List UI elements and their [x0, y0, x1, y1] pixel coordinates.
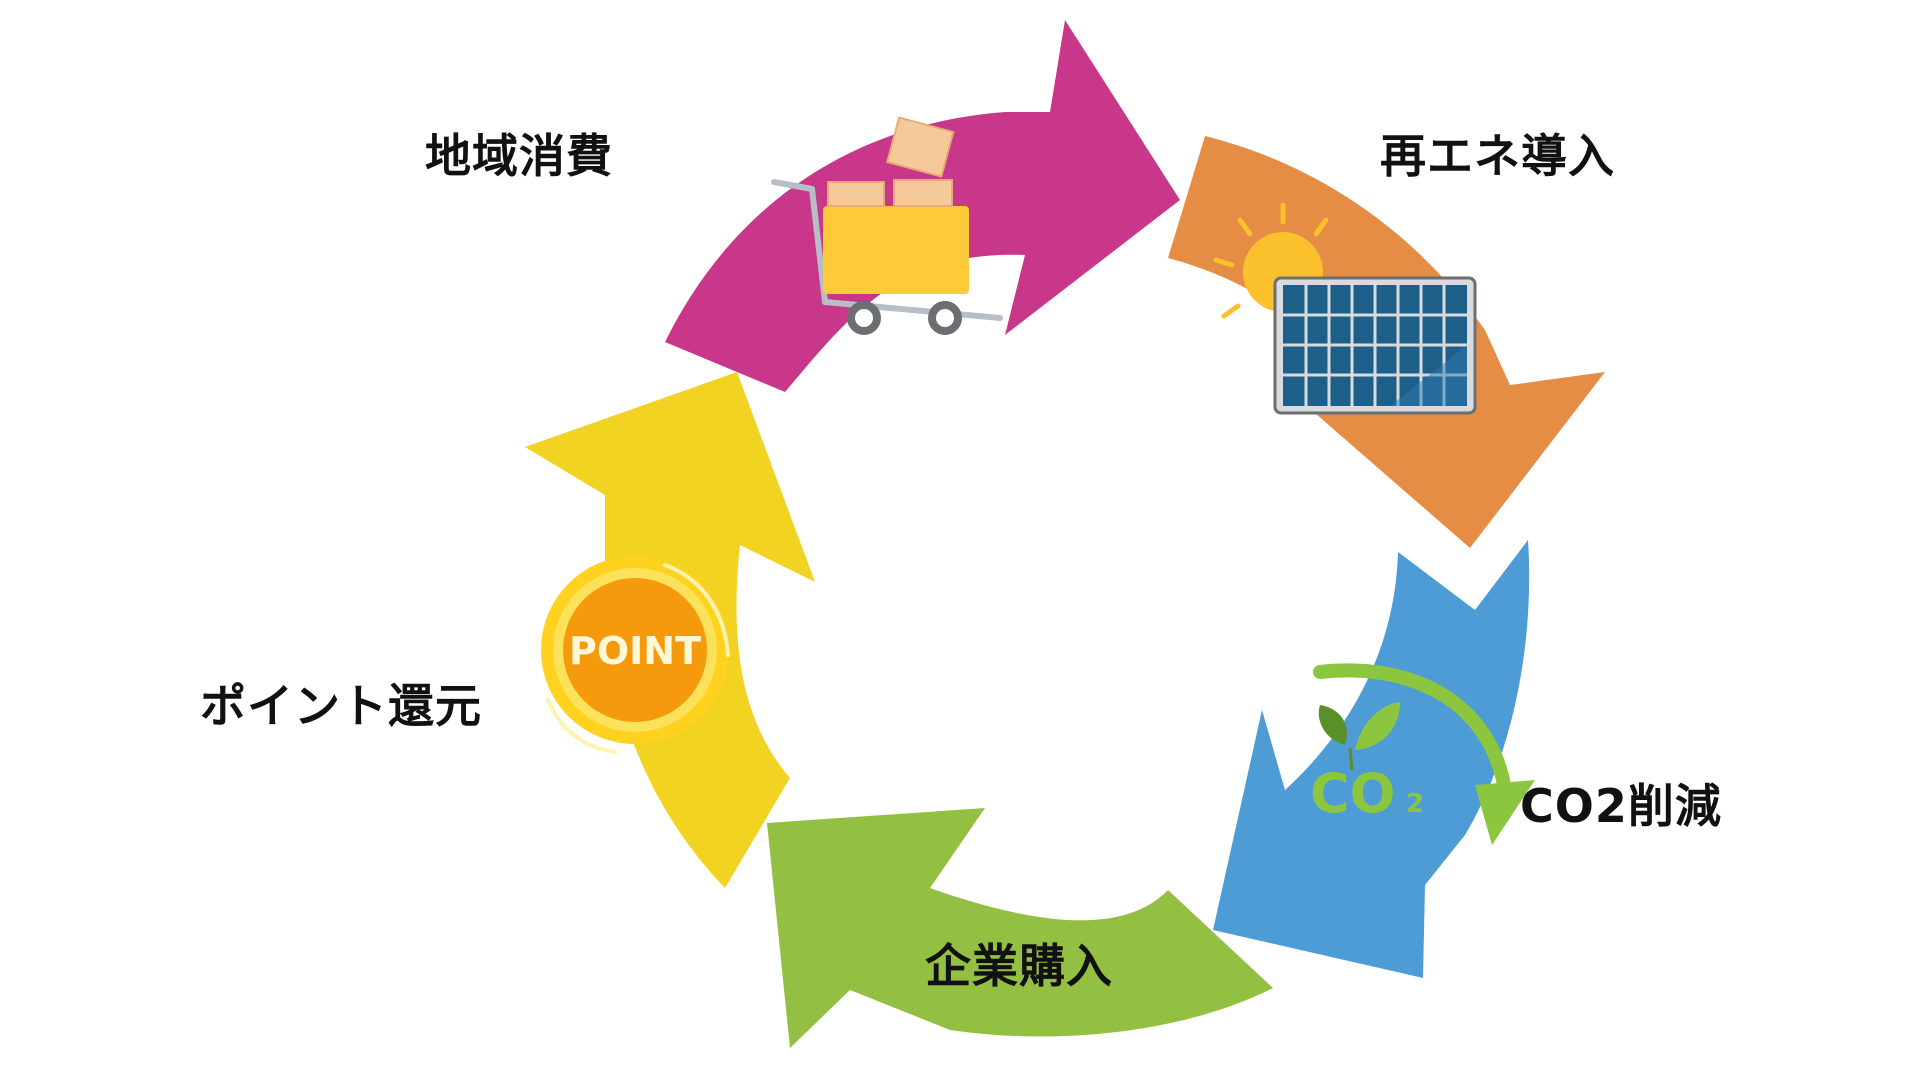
- stage-label-co2-reduction: CO2削減: [1520, 779, 1722, 833]
- co2-subscript: 2: [1406, 789, 1424, 819]
- shopping-cart-icon: [771, 116, 1003, 335]
- point-coin-icon: POINT: [541, 556, 730, 754]
- solar-panel-icon: [1213, 202, 1477, 415]
- stage-label-company-purchase: 企業購入: [925, 939, 1113, 993]
- coin-text: POINT: [569, 629, 701, 673]
- stage-label-local-consumption: 地域消費: [425, 129, 613, 183]
- co2-text: CO: [1310, 762, 1396, 825]
- stage-label-renewable: 再エネ導入: [1380, 129, 1615, 183]
- stage-label-point-return: ポイント還元: [200, 679, 482, 733]
- arrow-company-purchase: [767, 808, 1273, 1048]
- arrow-co2-reduction: [1213, 540, 1530, 978]
- co2-reduction-icon: CO 2: [1310, 663, 1535, 845]
